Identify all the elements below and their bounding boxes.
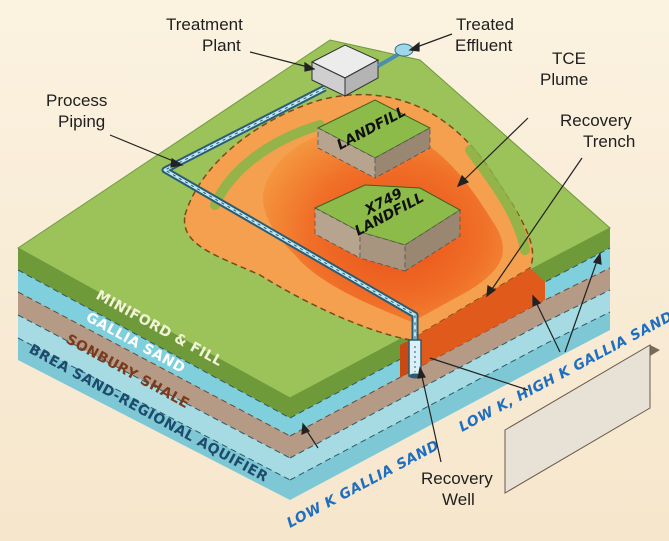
landfill-x749: X749 LANDFILL bbox=[313, 184, 461, 272]
left-gallia-layer bbox=[18, 270, 290, 436]
east-block-sonbury bbox=[545, 268, 610, 322]
callout-recovery-trench-2: Trench bbox=[583, 132, 635, 151]
treatment-plant bbox=[310, 44, 380, 97]
green-ring-band bbox=[210, 120, 530, 255]
callout-treated-effluent-1: Treated bbox=[456, 15, 514, 34]
callout-process-piping-2: Piping bbox=[58, 112, 105, 131]
left-brea-layer bbox=[18, 315, 290, 480]
right-brea-layer bbox=[290, 322, 545, 480]
callout-tce-plume-1: TCE bbox=[552, 49, 586, 68]
left-miniford-layer bbox=[18, 248, 290, 418]
recovery-well bbox=[408, 339, 422, 379]
callout-treatment-plant-2: Plant bbox=[202, 36, 241, 55]
left-face-layers bbox=[17, 248, 291, 500]
callout-treated-effluent-2: Effluent bbox=[455, 36, 513, 55]
callout-recovery-well-1: Recovery bbox=[421, 469, 493, 488]
callout-recovery-trench-1: Recovery bbox=[560, 111, 632, 130]
trench-panel bbox=[504, 344, 660, 494]
east-block-gallia bbox=[545, 248, 610, 300]
east-block-base bbox=[545, 312, 610, 364]
leader-lines bbox=[109, 33, 602, 463]
plume-cut-face bbox=[410, 268, 545, 372]
east-block-top bbox=[545, 228, 610, 282]
left-base-layer bbox=[18, 338, 290, 500]
callout-treatment-plant-1: Treatment bbox=[166, 15, 243, 34]
plume-front-face bbox=[400, 340, 410, 378]
right-base-layer bbox=[290, 344, 545, 500]
callout-tce-plume-2: Plume bbox=[540, 70, 588, 89]
callout-recovery-well-2: Well bbox=[442, 490, 475, 509]
landfill-north: LANDFILL bbox=[316, 99, 432, 179]
callout-process-piping-1: Process bbox=[46, 91, 107, 110]
right-sonbury-layer bbox=[290, 300, 545, 458]
left-sonbury-layer bbox=[18, 292, 290, 458]
